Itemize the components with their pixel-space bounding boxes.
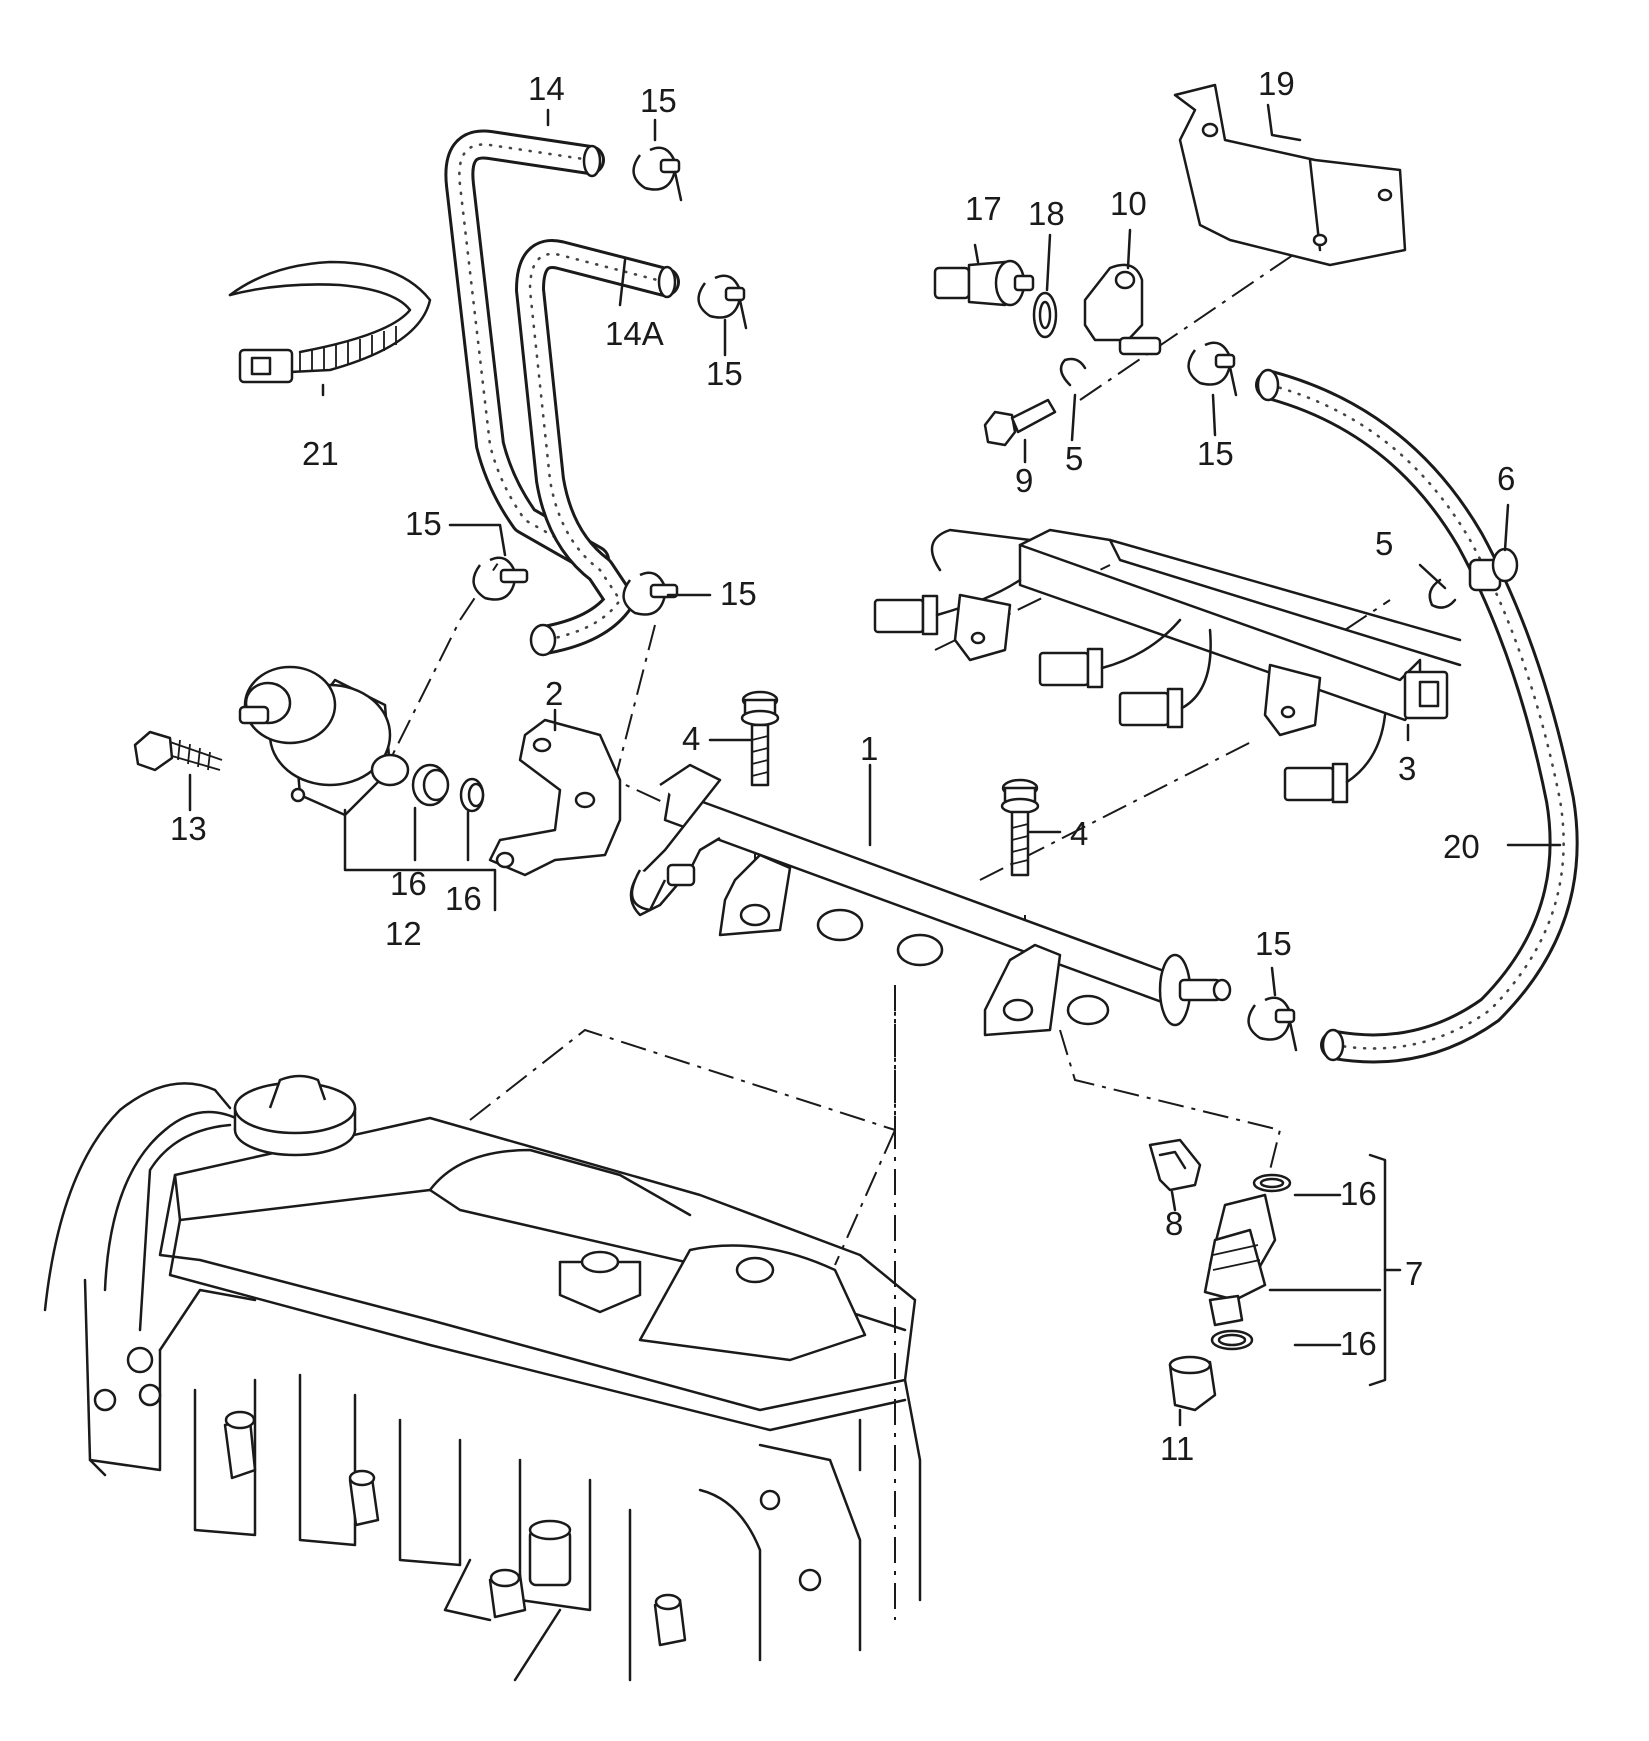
callout-labels: 14 15 14A 15 21 15 15 17 18 10 19 9 5 15… [170, 65, 1515, 1467]
callout-11: 11 [1160, 1430, 1194, 1467]
callout-5-right: 5 [1375, 525, 1393, 562]
callout-6: 6 [1497, 460, 1515, 497]
callout-7: 7 [1405, 1255, 1423, 1292]
callout-16-injector-bottom: 16 [1340, 1325, 1377, 1362]
hose-14 [444, 129, 610, 575]
callout-15-left: 15 [405, 505, 442, 542]
callout-2: 2 [545, 675, 563, 712]
callout-4-right: 4 [1070, 815, 1088, 852]
callout-15-right: 15 [1197, 435, 1234, 472]
bolt-13 [133, 730, 223, 772]
callout-16-regulator-a: 16 [390, 865, 427, 902]
engine-cylinder-head [43, 1074, 922, 1682]
callout-15-top-left: 15 [640, 82, 677, 119]
seal-ring-18 [1032, 291, 1058, 339]
bolt-9 [983, 398, 1057, 447]
hose-14a [515, 239, 680, 657]
callout-15-center: 15 [720, 575, 757, 612]
callout-14: 14 [528, 70, 565, 107]
callout-15-mid-left: 15 [706, 355, 743, 392]
bolt-4-left [740, 690, 780, 787]
callout-9: 9 [1015, 462, 1033, 499]
callout-18: 18 [1028, 195, 1065, 232]
callout-3: 3 [1398, 750, 1416, 787]
wiring-harness-3 [873, 528, 1462, 804]
callout-19: 19 [1258, 65, 1295, 102]
circlip-5 [1059, 357, 1457, 609]
callout-13: 13 [170, 810, 207, 847]
callout-10: 10 [1110, 185, 1147, 222]
callout-16-injector-top: 16 [1340, 1175, 1377, 1212]
cable-tie-21 [228, 260, 432, 384]
callout-21: 21 [302, 435, 339, 472]
bracket-19 [1173, 83, 1407, 267]
callout-5-top: 5 [1065, 440, 1083, 477]
retaining-clip-8 [1148, 1138, 1202, 1192]
hose-clamp-icon [472, 146, 1298, 1052]
fuel-rail-1 [629, 763, 1232, 1037]
callout-20: 20 [1443, 828, 1480, 865]
callout-12: 12 [385, 915, 422, 952]
callout-17: 17 [965, 190, 1002, 227]
callout-16-regulator-b: 16 [445, 880, 482, 917]
bracket-10 [1083, 263, 1162, 356]
callout-8: 8 [1165, 1205, 1183, 1242]
fuel-injector-7 [1168, 1173, 1292, 1412]
callout-4-left: 4 [682, 720, 700, 757]
bolt-4-right [1000, 778, 1040, 877]
bracket-2 [488, 718, 622, 877]
hose-20 [1255, 368, 1579, 1064]
temperature-switch-17 [933, 259, 1035, 307]
plug-6 [1468, 547, 1519, 592]
callout-15-bottom: 15 [1255, 925, 1292, 962]
fuel-pressure-regulator [238, 665, 410, 817]
leader-lines [188, 103, 1562, 1427]
o-rings-16 [411, 763, 485, 813]
callout-1: 1 [860, 730, 878, 767]
callout-14a: 14A [605, 315, 664, 352]
